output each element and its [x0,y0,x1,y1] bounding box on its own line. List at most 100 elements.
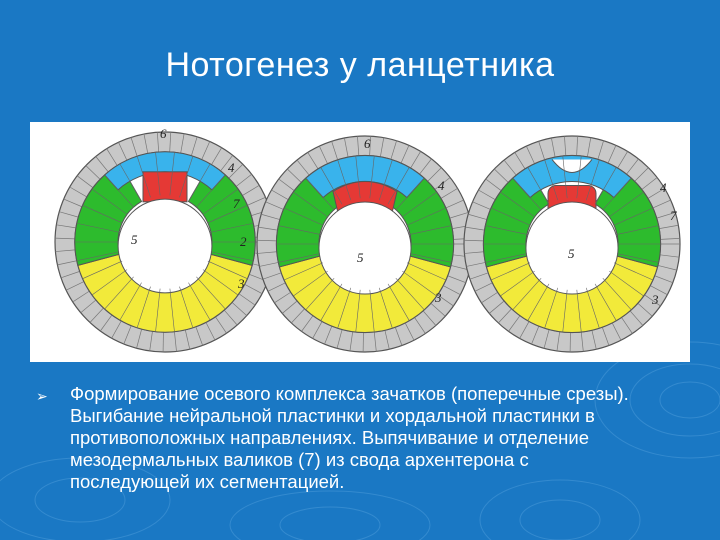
bullet-arrow-icon: ➢ [36,388,48,404]
cell-wall [278,253,321,263]
cell-wall [283,207,324,226]
neural-groove [551,159,593,173]
ecto-cell-wall [489,300,505,314]
figure-label: 4 [438,178,445,193]
cell-wall [202,269,239,296]
ecto-cell-wall [85,165,101,180]
cell-wall [188,282,211,321]
ecto-cell-wall [543,329,550,349]
ecto-cell-wall [617,151,628,169]
ecto-cell-wall [123,325,132,345]
cell-wall [544,159,559,201]
ecto-cell-wall [641,177,658,190]
ecto-cell-wall [390,140,397,160]
ecto-cell-wall [301,315,314,332]
ecto-cell-wall [369,136,372,156]
figure-label: 6 [364,136,371,151]
cell-wall [196,276,226,310]
cell-wall [305,278,335,311]
ecto-cell-wall [235,174,252,187]
ecto-cell-wall [180,133,185,154]
cell-wall [616,253,659,263]
ecto-cell-wall [63,198,83,208]
cell-wall [207,260,248,279]
cell-wall [305,177,335,210]
figure-label: 3 [651,292,659,307]
ecto-cell-wall [481,291,498,304]
ecto-cell-wall [136,329,142,349]
cell-wall [602,278,632,311]
ecto-cell-wall [422,310,437,326]
ecto-cell-wall [647,188,665,199]
cell-wall [512,278,542,311]
ecto-cell-wall [211,147,222,165]
cell-wall [188,163,211,202]
cell-wall [337,287,352,329]
cell-wall [169,152,175,196]
cell-wall [202,188,239,215]
text-line: Формирование осевого комплекса зачатков … [70,383,629,404]
ecto-cell-wall [169,132,172,152]
text-line: мезодермальных валиков (7) из свода архе… [70,449,529,470]
cell-wall [387,167,410,205]
archenteron-cavity [318,201,412,295]
cell-wall [512,177,542,210]
ecto-cell-wall [57,260,77,266]
ecto-cell-wall [601,327,610,346]
archenteron-cavity [525,201,619,295]
cell-wall [207,205,248,224]
mesoderm-right [187,163,256,266]
cell-wall [104,174,134,208]
cell-wall [585,159,600,201]
ecto-cell-wall [307,152,319,170]
ecto-cell-wall [267,282,286,292]
ecto-cell-wall [551,137,556,158]
ecto-cell-wall [472,201,491,210]
cell-wall [119,163,142,202]
ecto-cell-wall [621,317,633,334]
ecto-cell-wall [265,201,284,210]
ecto-cell-wall [629,310,644,326]
cell-wall [369,289,375,333]
ecto-cell-wall [508,315,521,332]
cell-wall [406,207,447,226]
ecto-cell-wall [205,322,216,341]
ecto-cell-wall [247,196,266,206]
ecto-cell-wall [259,262,279,267]
ecto-cell-wall [349,331,354,351]
ecto-cell-wall [324,325,333,345]
ecto-cell-wall [464,239,484,242]
cell-wall [337,159,352,201]
cell-wall [602,177,632,210]
cell-wall [485,225,528,235]
ecto-cell-wall [449,212,469,219]
ecto-cell-wall [238,293,256,306]
ecto-cell-wall [184,329,191,350]
cell-wall [409,225,452,235]
ecto-cell-wall [380,137,385,157]
cell-wall [402,191,437,218]
ecto-cell-wall [526,145,535,164]
cell-wall [82,260,123,279]
cell-wall [409,253,452,263]
ecto-cell-wall [637,302,653,317]
figure-label: 5 [357,250,364,265]
cell-wall [293,270,328,297]
ecto-cell-wall [503,159,517,176]
ecto-cell-wall [447,275,466,284]
cell-wall [576,155,582,199]
cell-wall [490,262,531,281]
cell-wall [387,283,410,321]
cell-wall [616,225,659,235]
ecto-cell-wall [278,178,295,191]
cell-wall [395,278,425,311]
figure-label: 4 [660,180,667,195]
ecto-cell-wall [201,141,211,160]
ecto-cell-wall [394,327,403,346]
ecto-cell-wall [59,211,79,218]
ecto-cell-wall [591,330,597,350]
ecto-cell-wall [597,140,604,160]
ecto-cell-wall [498,308,512,324]
ecto-cell-wall [258,226,278,231]
